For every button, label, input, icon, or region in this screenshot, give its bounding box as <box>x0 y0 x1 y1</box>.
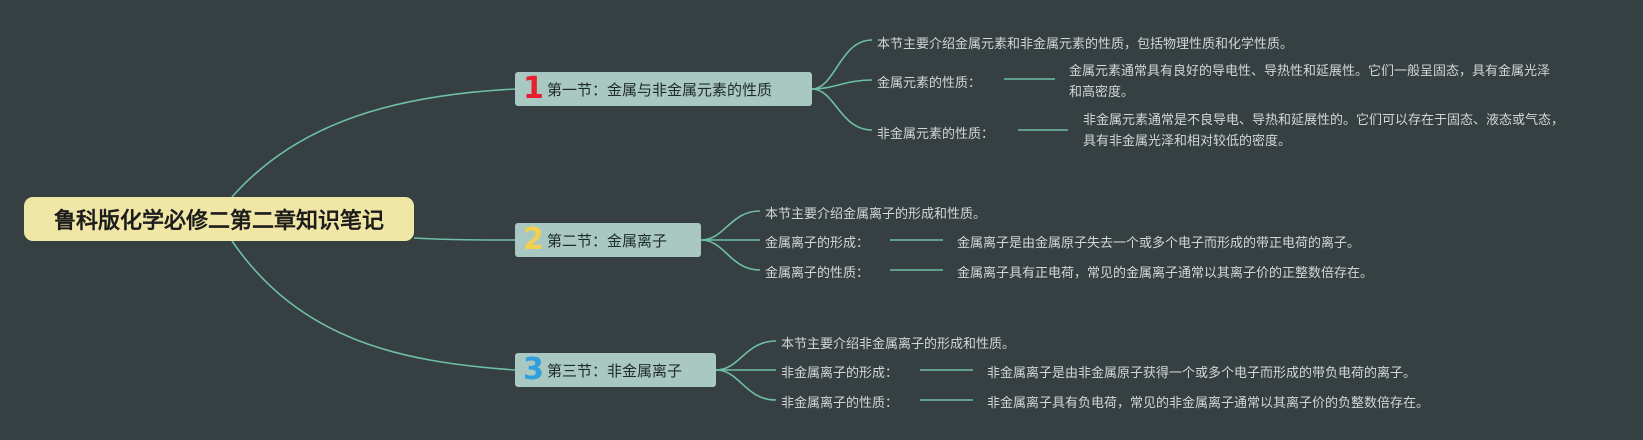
root-topic[interactable]: 鲁科版化学必修二第二章知识笔记 <box>24 197 414 241</box>
section-2-item-1-detail[interactable]: 金属离子是由金属原子失去一个或多个电子而形成的带正电荷的离子。 <box>957 236 1361 251</box>
section-3-number: 3 <box>523 352 544 387</box>
section-2-item-1-label[interactable]: 金属离子的形成： <box>765 236 870 251</box>
section-2-number: 2 <box>523 222 544 257</box>
root-title: 鲁科版化学必修二第二章知识笔记 <box>53 209 384 234</box>
section-1-topic[interactable]: 1 第一节：金属与非金属元素的性质 <box>515 72 812 106</box>
section-3-item-1-detail[interactable]: 非金属离子是由非金属原子获得一个或多个电子而形成的带负电荷的离子。 <box>987 366 1417 381</box>
section-2-item-2-label[interactable]: 金属离子的性质： <box>765 266 870 281</box>
section-3-item-2-label[interactable]: 非金属离子的性质： <box>781 396 899 411</box>
section-3-topic[interactable]: 3 第三节：非金属离子 <box>515 353 716 387</box>
root-to-section-2-connector <box>413 237 516 241</box>
section-3-item-1-label[interactable]: 非金属离子的形成： <box>781 366 899 381</box>
section-2-title: 第二节：金属离子 <box>547 231 668 250</box>
section-3-title: 第三节：非金属离子 <box>547 361 683 380</box>
section-1-item-1-detail[interactable]: 金属元素通常具有良好的导电性、导热性和延展性。它们一般呈固态，具有金属光泽和高密… <box>1069 64 1551 100</box>
section-3-intro-connector <box>715 340 777 371</box>
section-1-title: 第一节：金属与非金属元素的性质 <box>547 80 773 99</box>
section-1-item-1-label[interactable]: 金属元素的性质： <box>877 76 982 91</box>
section-3-item-2-connector <box>715 369 777 401</box>
section-1-item-2-connector <box>811 88 873 131</box>
section-2-topic[interactable]: 2 第二节：金属离子 <box>515 223 701 257</box>
section-3-item-2-detail[interactable]: 非金属离子具有负电荷，常见的非金属离子通常以其离子价的负整数倍存在。 <box>987 396 1430 411</box>
section-2-item-2-detail[interactable]: 金属离子具有正电荷，常见的金属离子通常以其离子价的正整数倍存在。 <box>957 266 1374 281</box>
section-1-item-2-label[interactable]: 非金属元素的性质： <box>877 127 995 142</box>
root-to-section-1-connector <box>231 88 516 198</box>
root-to-section-3-connector <box>231 240 516 371</box>
section-1-item-2-detail[interactable]: 非金属元素通常是不良导电、导热和延展性的。它们可以存在于固态、液态或气态，具有非… <box>1083 113 1565 149</box>
section-2-item-2-connector <box>700 239 761 271</box>
section-2-intro-connector <box>700 210 761 241</box>
section-1-intro[interactable]: 本节主要介绍金属元素和非金属元素的性质，包括物理性质和化学性质。 <box>877 37 1294 52</box>
section-1-item-1-connector <box>811 79 873 90</box>
section-1-number: 1 <box>523 71 544 106</box>
section-3-intro[interactable]: 本节主要介绍非金属离子的形成和性质。 <box>781 337 1016 352</box>
section-2-intro[interactable]: 本节主要介绍金属离子的形成和性质。 <box>765 207 987 222</box>
section-1-intro-connector <box>811 39 873 90</box>
